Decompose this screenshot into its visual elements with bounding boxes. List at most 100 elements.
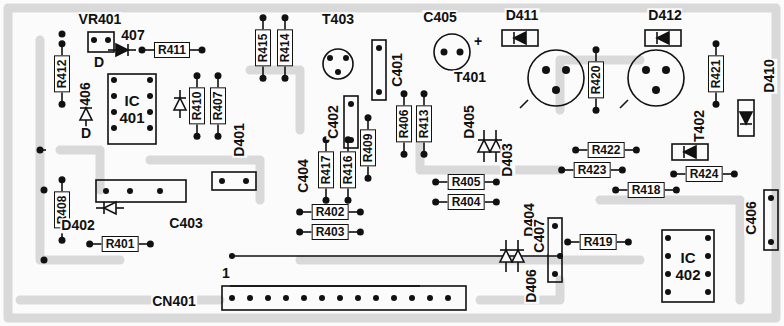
board-circle xyxy=(337,295,343,301)
board-g xyxy=(96,202,124,214)
board-circle xyxy=(111,77,117,83)
resistor-leads xyxy=(59,14,738,247)
solder-pad xyxy=(713,101,720,108)
board-circle xyxy=(91,37,97,43)
board-rect xyxy=(645,30,681,46)
solder-pad xyxy=(612,187,619,194)
board-path xyxy=(40,40,120,260)
resistor-label: R406 xyxy=(396,106,412,143)
board-circle xyxy=(111,93,117,99)
solder-pad xyxy=(260,14,267,21)
solder-pad xyxy=(713,40,720,47)
part-label: C407 xyxy=(532,218,547,253)
board-g xyxy=(645,30,681,46)
board-rect xyxy=(662,230,714,302)
board-g xyxy=(80,30,754,272)
board-circle xyxy=(219,178,225,184)
solder-pad xyxy=(215,133,222,140)
solder-pad xyxy=(260,75,267,82)
solder-pad xyxy=(493,179,500,186)
board-circle xyxy=(127,188,133,194)
solder-pad xyxy=(421,151,428,158)
board-circle xyxy=(319,295,325,301)
board-circle xyxy=(376,45,382,51)
board-circle xyxy=(323,49,353,79)
solder-pad xyxy=(421,90,428,97)
part-label: D xyxy=(93,55,105,70)
part-label: 1 xyxy=(221,266,231,281)
board-line xyxy=(232,255,560,257)
solder-pad xyxy=(593,107,600,114)
board-circle xyxy=(301,295,307,301)
board-rect xyxy=(738,100,754,136)
part-label: C401 xyxy=(390,52,405,87)
board-polygon xyxy=(512,250,524,262)
board-circle xyxy=(552,86,560,94)
board-circle xyxy=(562,66,570,74)
solder-pad xyxy=(194,72,201,79)
board-line xyxy=(500,249,512,251)
board-polygon xyxy=(740,112,752,124)
resistor-label: R409 xyxy=(360,130,376,167)
resistor-label: R418 xyxy=(628,182,665,198)
resistor-label: R423 xyxy=(574,162,611,178)
board-path xyxy=(300,256,640,265)
board-circle xyxy=(427,295,433,301)
part-label: D406 xyxy=(524,268,539,303)
part-label: D402 xyxy=(60,218,95,233)
resistor-label: R421 xyxy=(708,56,724,93)
board-circle xyxy=(376,89,382,95)
board-g xyxy=(502,30,538,46)
solder-pad xyxy=(357,209,364,216)
board-g xyxy=(37,31,775,302)
part-label: IC 401 xyxy=(114,93,151,126)
board-circle xyxy=(652,86,660,94)
board-circle xyxy=(662,66,670,74)
resistor-label: R415 xyxy=(255,30,271,67)
solder-pad xyxy=(296,229,303,236)
resistor-label: R420 xyxy=(588,62,604,99)
solder-pad xyxy=(282,75,289,82)
solder-pad xyxy=(625,239,632,246)
part-label: T403 xyxy=(321,12,355,27)
resistor-label: R405 xyxy=(448,174,485,190)
board-polygon xyxy=(116,44,128,56)
solder-pad xyxy=(59,237,66,244)
board-circle xyxy=(41,187,48,194)
board-circle xyxy=(157,188,163,194)
board-line xyxy=(740,123,752,125)
board-line xyxy=(512,249,524,251)
part-label: C402 xyxy=(326,104,341,139)
board-circle xyxy=(665,253,671,259)
part-label: CN401 xyxy=(151,294,197,309)
board-circle xyxy=(37,147,44,154)
board-circle xyxy=(705,235,711,241)
part-label: + xyxy=(473,34,483,49)
board-circle xyxy=(528,50,584,106)
board-circle xyxy=(552,223,558,229)
board-rect xyxy=(548,218,562,282)
board-circle xyxy=(348,101,354,107)
resistor-label: R414 xyxy=(277,30,293,67)
board-g xyxy=(40,32,778,310)
part-label: D405 xyxy=(462,104,477,139)
part-label: D403 xyxy=(500,142,515,177)
solder-pad xyxy=(432,199,439,206)
board-circle xyxy=(373,295,379,301)
board-rect xyxy=(212,172,256,190)
board-polygon xyxy=(174,98,186,110)
board-circle xyxy=(41,257,48,264)
board-circle xyxy=(147,109,153,115)
board-circle xyxy=(265,295,271,301)
resistor-label: R402 xyxy=(312,204,349,220)
board-circle xyxy=(229,253,235,259)
solder-pad xyxy=(493,199,500,206)
board-g xyxy=(174,90,186,118)
solder-pad xyxy=(59,40,66,47)
board-line xyxy=(683,146,685,158)
board-circle xyxy=(705,289,711,295)
board-g xyxy=(8,8,776,318)
board-line xyxy=(80,107,92,109)
